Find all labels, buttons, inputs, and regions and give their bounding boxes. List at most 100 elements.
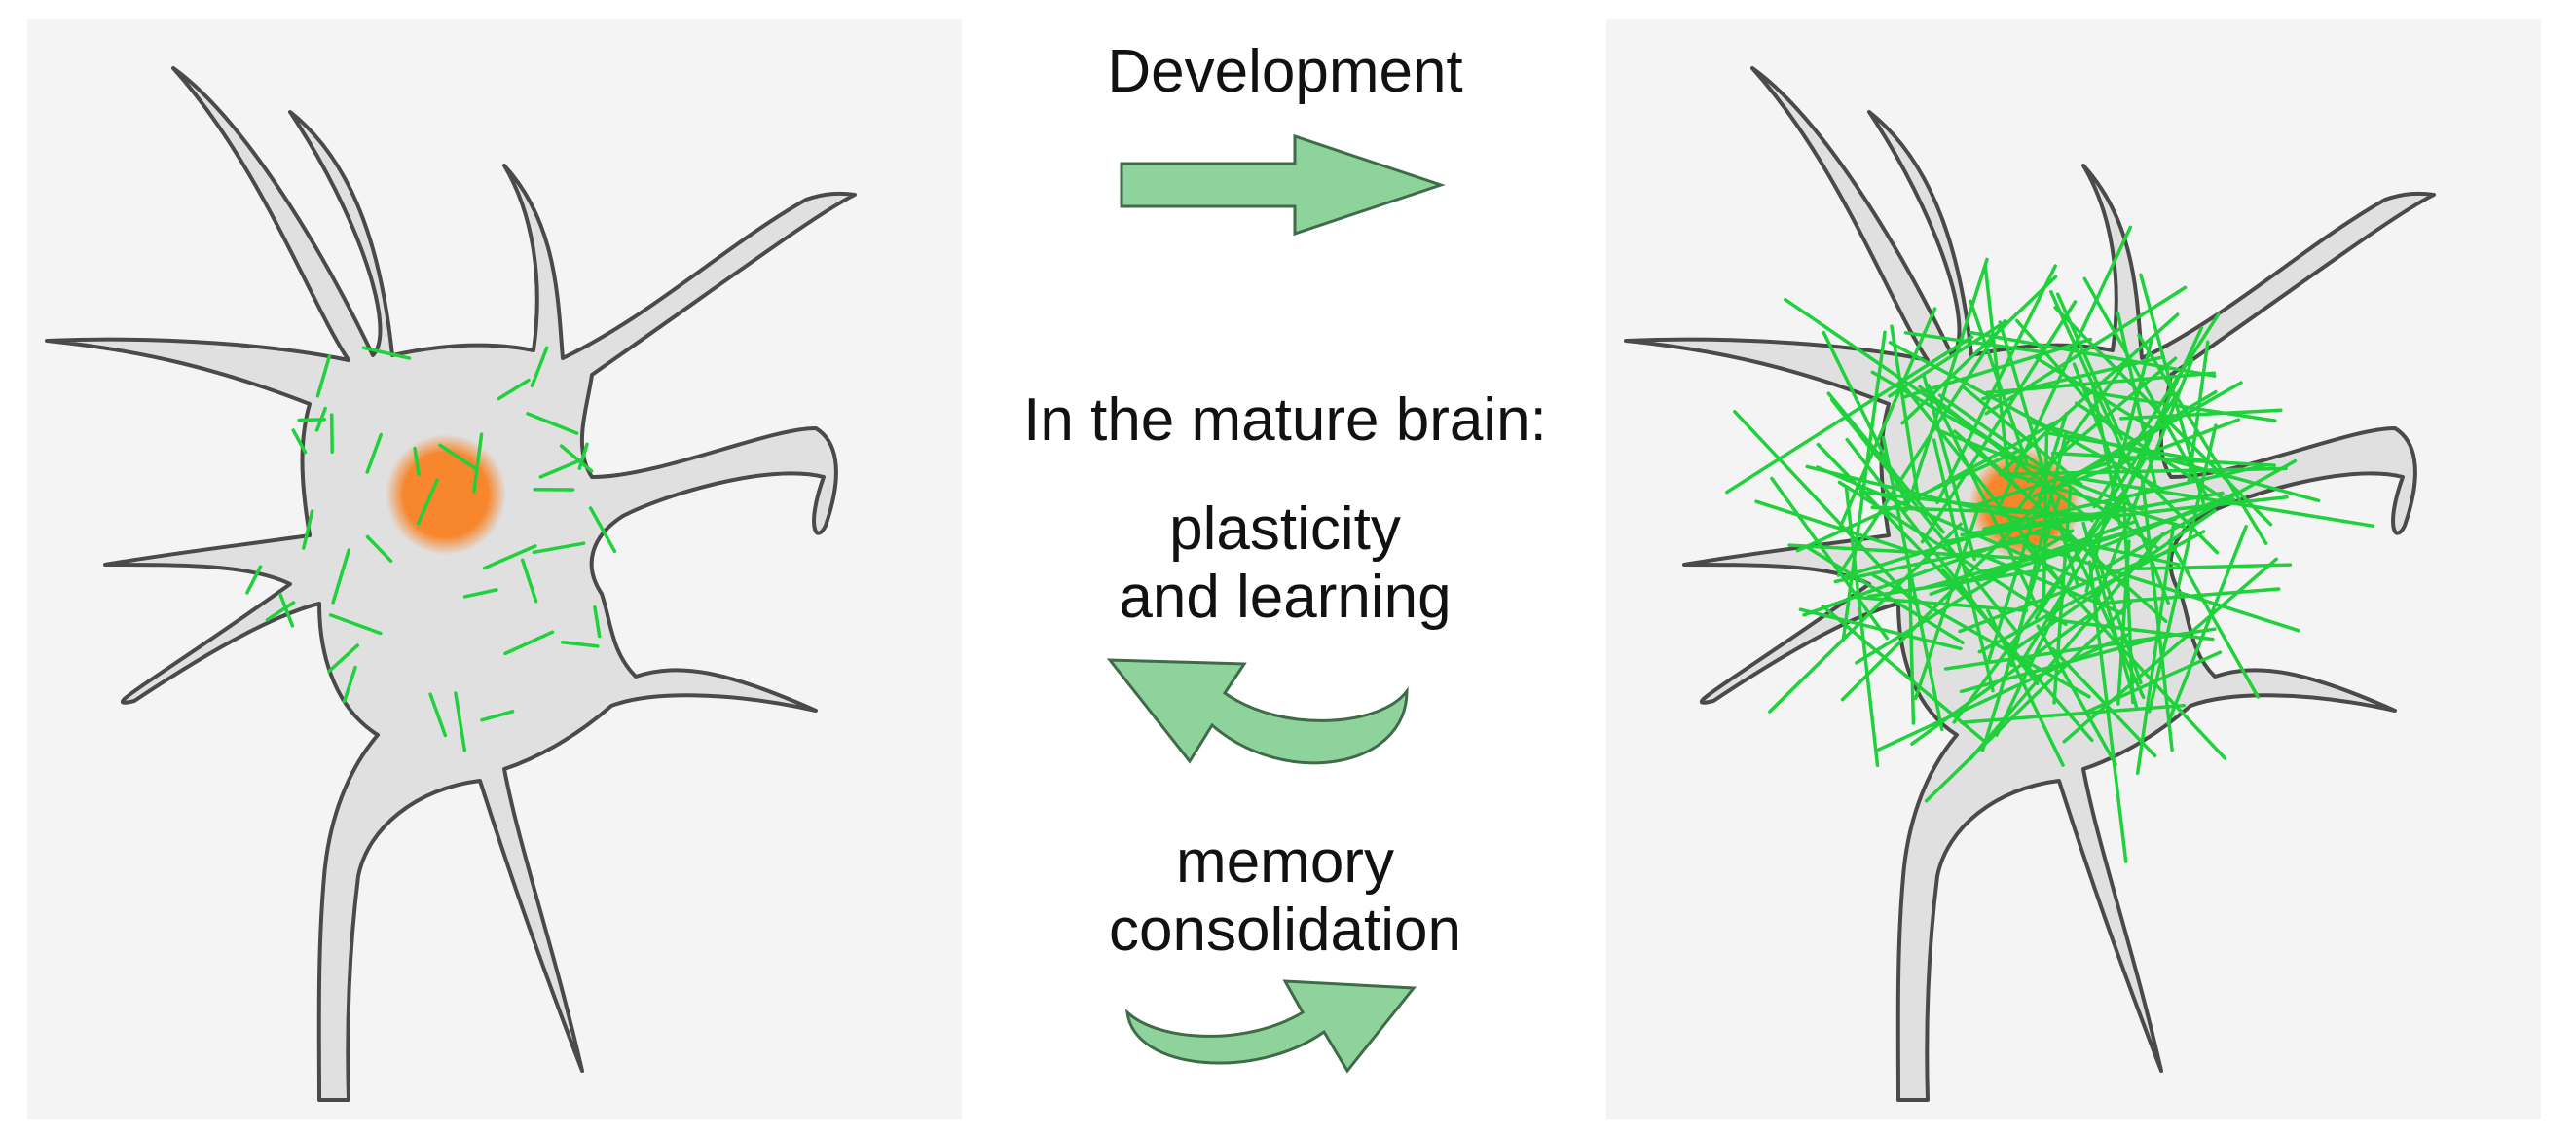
filament (1754, 499, 1918, 555)
filament (2029, 421, 2321, 503)
development-arrow-icon (1120, 133, 1446, 237)
filament (2055, 292, 2124, 441)
filament (2116, 451, 2220, 555)
filament (1998, 320, 2079, 588)
filament (2166, 525, 2248, 725)
filament (365, 534, 393, 564)
filament (1969, 532, 2165, 761)
neuron-body (45, 66, 857, 1102)
filament (2187, 340, 2210, 484)
filament (1768, 522, 1963, 714)
filament (331, 548, 351, 605)
filament (2116, 311, 2157, 486)
filament (593, 605, 602, 639)
filament (2063, 389, 2218, 484)
filament (526, 412, 579, 435)
filament (342, 665, 357, 704)
filament (454, 691, 467, 752)
developing-neuron-illustration (45, 66, 857, 1102)
filament (291, 428, 308, 455)
filament (1876, 633, 2130, 752)
filament (1943, 627, 2217, 671)
filament (1890, 324, 1921, 505)
filament (1983, 264, 2011, 479)
filament (2136, 563, 2293, 571)
filament (1881, 435, 1944, 732)
filament (1999, 225, 2133, 506)
filament (462, 588, 498, 599)
filament (497, 378, 531, 401)
filament (1935, 427, 2145, 512)
filament (2093, 357, 2194, 606)
filament (1821, 604, 1986, 743)
filament (2096, 587, 2281, 605)
plasticity-label-line1: plasticity (1169, 495, 1401, 563)
filament (559, 444, 594, 473)
filament (2042, 495, 2289, 526)
filament (2090, 383, 2122, 526)
filament (416, 478, 439, 526)
filament (472, 432, 484, 494)
mature-neuron-panel (1606, 19, 2541, 1119)
filament (1844, 486, 1880, 768)
filament (245, 565, 263, 595)
filament (1974, 497, 2236, 582)
memory-curved-arrow-icon (1125, 979, 1417, 1074)
filament (1802, 512, 2085, 617)
filament (302, 509, 314, 550)
filament (1829, 397, 2021, 637)
filament (1969, 299, 2029, 465)
filament (1816, 442, 1975, 606)
filament (1922, 374, 1976, 562)
filament (520, 558, 538, 604)
filament (1822, 330, 1909, 504)
nucleus (386, 434, 506, 555)
filament (1903, 331, 2049, 355)
filament (327, 643, 360, 674)
memory-label-line2: consolidation (1109, 897, 1461, 964)
filament (265, 601, 296, 622)
filament (2084, 389, 2277, 422)
filament (1836, 319, 2006, 577)
plasticity-curved-arrow-icon (1106, 658, 1409, 765)
filament (2106, 458, 2298, 568)
filament (1944, 491, 2225, 544)
filament (328, 613, 383, 636)
filament (1838, 307, 1937, 530)
filament (503, 630, 555, 656)
mature-brain-label: In the mature brain: (1023, 386, 1547, 454)
filament (1981, 355, 2163, 401)
filament (365, 432, 384, 474)
filament (428, 692, 448, 738)
filament (329, 413, 334, 455)
filament (1888, 341, 2165, 492)
filament (1920, 300, 2078, 544)
filament (1787, 543, 2042, 562)
neuron-outline (45, 66, 857, 1102)
filament (2087, 560, 2128, 863)
filament (561, 641, 600, 648)
filament (1770, 476, 1890, 641)
filament (361, 346, 412, 360)
filament (2044, 430, 2217, 465)
developing-neuron-panel (27, 19, 962, 1119)
filament (1904, 257, 1989, 513)
filament (438, 443, 479, 472)
filament (1980, 494, 2062, 752)
filament (480, 710, 515, 722)
filament (1924, 601, 2133, 803)
filament (278, 592, 295, 628)
filament (532, 541, 586, 555)
filament-network (245, 346, 617, 752)
filament (2006, 471, 2187, 530)
filament (588, 506, 617, 554)
mature-neuron-illustration (1624, 66, 2436, 1102)
filament (1986, 412, 2069, 664)
filament (1935, 264, 2057, 505)
memory-label-line1: memory (1176, 828, 1394, 896)
filament (314, 406, 327, 432)
filament (1986, 608, 2065, 767)
filament (1841, 514, 2043, 579)
filament (1953, 429, 2168, 624)
filament (2036, 624, 2117, 766)
